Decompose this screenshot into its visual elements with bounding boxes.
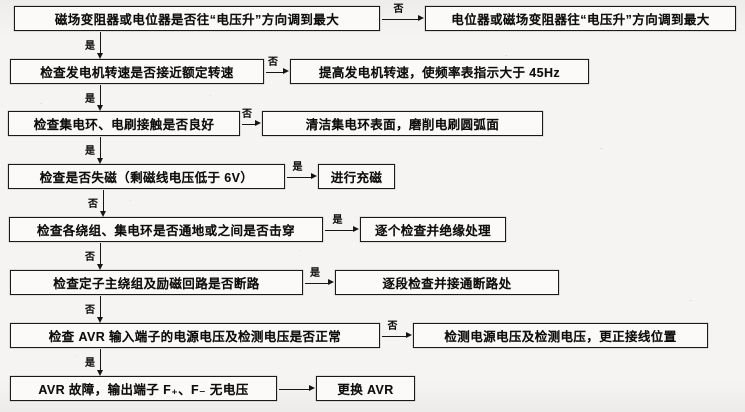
scan-artifact xyxy=(40,103,42,104)
scan-artifact xyxy=(75,355,76,356)
action-label: 检测电源电压及检测电压，更正接线位置 xyxy=(444,330,677,344)
action-box[interactable]: 逐个检查并绝缘处理 xyxy=(360,217,506,242)
action-label: 逐个检查并绝缘处理 xyxy=(374,224,492,238)
branch-connector-line xyxy=(266,72,283,73)
decision-label: 检查是否失磁（剩磁线电压低于 6V） xyxy=(39,171,254,185)
decision-label: 检查 AVR 输入端子的电源电压及检测电压是否正常 xyxy=(48,330,342,344)
flow-connector-line xyxy=(100,349,101,371)
branch-label: 否 xyxy=(242,108,252,120)
decision-box[interactable]: 检查各绕组、集电环是否通地或之间是否击穿 xyxy=(9,217,323,242)
branch-arrowhead xyxy=(418,15,424,21)
scan-artifact xyxy=(505,55,507,56)
scan-artifact xyxy=(210,95,211,96)
branch-label: 是 xyxy=(292,161,303,173)
branch-connector-line xyxy=(382,336,406,337)
flow-arrowhead xyxy=(97,370,103,376)
action-label: 提高发电机转速，使频率表指示大于 45Hz xyxy=(318,66,561,80)
decision-label: AVR 故障，输出端子 F₊、F₋ 无电压 xyxy=(38,383,249,397)
action-box[interactable]: 进行充磁 xyxy=(318,164,395,189)
branch-arrowhead xyxy=(309,385,315,391)
action-label: 电位器或磁场变阻器往“电压升”方向调到最大 xyxy=(451,13,710,27)
flow-label: 否 xyxy=(88,199,98,210)
flow-connector-line xyxy=(100,243,101,265)
flow-label: 否 xyxy=(85,305,95,316)
flow-arrowhead xyxy=(100,211,106,217)
branch-label: 否 xyxy=(387,320,398,332)
flow-arrowhead xyxy=(97,158,103,164)
decision-label: 检查定子主绕组及励磁回路是否断路 xyxy=(53,277,260,291)
branch-label: 是 xyxy=(310,267,320,279)
branch-label: 否 xyxy=(393,3,404,15)
flow-arrowhead xyxy=(97,264,103,270)
action-label: 清洁集电环表面，磨削电刷圆弧面 xyxy=(305,118,500,132)
branch-connector-line xyxy=(279,389,309,390)
decision-box[interactable]: 检查发电机转速是否接近额定转速 xyxy=(10,59,264,84)
flow-label: 是 xyxy=(85,358,95,369)
branch-arrowhead xyxy=(328,279,334,285)
scan-artifact xyxy=(130,200,131,201)
action-label: 逐段检查并接通断路处 xyxy=(382,277,512,291)
scan-artifact xyxy=(300,250,301,251)
action-label: 进行充磁 xyxy=(330,171,383,185)
decision-label: 检查集电环、电刷接触是否良好 xyxy=(33,118,215,132)
flow-connector-line xyxy=(100,85,101,106)
decision-label: 磁场变阻器或电位器是否往“电压升”方向调到最大 xyxy=(54,13,340,27)
flow-arrowhead xyxy=(97,105,103,111)
branch-arrowhead xyxy=(353,226,359,232)
action-box[interactable]: 更换 AVR xyxy=(316,376,415,401)
action-box[interactable]: 电位器或磁场变阻器往“电压升”方向调到最大 xyxy=(425,6,736,31)
branch-connector-line xyxy=(305,283,328,284)
decision-box[interactable]: 检查定子主绕组及励磁回路是否断路 xyxy=(10,270,303,295)
flow-connector-line xyxy=(100,137,101,159)
flow-connector-line xyxy=(103,190,104,212)
decision-box[interactable]: 检查集电环、电刷接触是否良好 xyxy=(8,111,240,136)
branch-arrowhead xyxy=(406,332,412,338)
flow-connector-line xyxy=(100,32,101,54)
action-box[interactable]: 逐段检查并接通断路处 xyxy=(335,270,559,295)
flow-arrowhead xyxy=(97,317,103,323)
branch-connector-line xyxy=(242,124,255,125)
flow-label: 是 xyxy=(85,41,95,52)
flow-connector-line xyxy=(100,296,101,318)
branch-connector-line xyxy=(287,177,311,178)
flow-label: 否 xyxy=(85,252,95,263)
decision-box[interactable]: 磁场变阻器或电位器是否往“电压升”方向调到最大 xyxy=(14,6,380,31)
scan-artifact xyxy=(690,300,692,301)
decision-box[interactable]: 检查 AVR 输入端子的电源电压及检测电压是否正常 xyxy=(10,323,380,348)
decision-box[interactable]: 检查是否失磁（剩磁线电压低于 6V） xyxy=(8,164,285,189)
branch-label: 是 xyxy=(332,214,343,226)
branch-arrowhead xyxy=(255,120,261,126)
branch-connector-line xyxy=(325,230,353,231)
action-box[interactable]: 清洁集电环表面，磨削电刷圆弧面 xyxy=(262,111,543,136)
branch-arrowhead xyxy=(283,68,289,74)
branch-arrowhead xyxy=(311,173,317,179)
flow-label: 是 xyxy=(85,93,95,105)
flow-label: 是 xyxy=(85,146,95,157)
scan-artifact xyxy=(600,148,602,149)
branch-connector-line xyxy=(382,19,418,20)
decision-label: 检查发电机转速是否接近额定转速 xyxy=(40,66,234,80)
action-box[interactable]: 提高发电机转速，使频率表指示大于 45Hz xyxy=(290,59,589,84)
decision-box[interactable]: AVR 故障，输出端子 F₊、F₋ 无电压 xyxy=(10,376,277,401)
flow-arrowhead xyxy=(97,53,103,59)
action-label: 更换 AVR xyxy=(337,383,394,397)
branch-label: 否 xyxy=(268,56,278,68)
action-box[interactable]: 检测电源电压及检测电压，更正接线位置 xyxy=(413,323,708,348)
decision-label: 检查各绕组、集电环是否通地或之间是否击穿 xyxy=(36,224,295,238)
